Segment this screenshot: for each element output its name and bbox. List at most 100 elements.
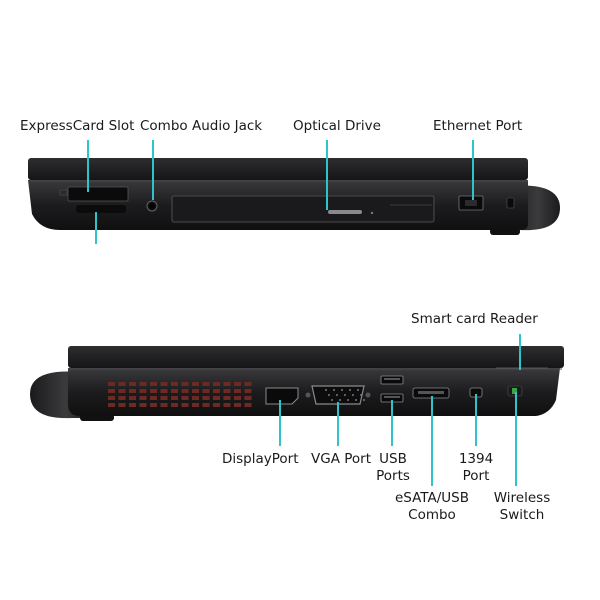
vent-slot (223, 389, 231, 393)
label-esata-usb-combo-line2: Combo (408, 506, 456, 523)
optical-led (370, 211, 374, 215)
vent-slot (139, 403, 147, 407)
vent-slot (234, 382, 241, 386)
vga-pin (333, 389, 335, 391)
bottom-callouts (279, 334, 521, 486)
vent-slot (108, 396, 115, 400)
lid-edge-bottom (68, 346, 564, 368)
vent-slot (223, 403, 231, 407)
vga-pin (339, 399, 341, 401)
vent-slot (234, 389, 241, 393)
vent-slot (118, 389, 126, 393)
label-1394-port-line1: 1394 (458, 451, 494, 467)
vent-slot (160, 396, 168, 400)
vga-pin (355, 399, 357, 401)
vent-slot (192, 382, 199, 386)
vent-slot (234, 396, 241, 400)
laptop-right-side-view (30, 346, 564, 421)
label-1394-port-line2: Port (462, 467, 490, 484)
laptop-left-side-view (28, 158, 560, 235)
label-ethernet-port: Ethernet Port (433, 118, 523, 134)
optical-drive-bay (171, 195, 435, 223)
vent-slot (129, 396, 136, 400)
label-usb-ports-line1: USB (379, 451, 407, 467)
vent-slot (150, 382, 157, 386)
label-wireless-switch-line1: Wireless (493, 490, 551, 506)
vga-pin (325, 389, 327, 391)
vga-pins (325, 389, 365, 401)
displayport-connector (265, 387, 299, 405)
label-esata-usb-combo: eSATA/USB Combo (387, 490, 477, 524)
vent-slot (244, 403, 252, 407)
vga-pin (363, 399, 365, 401)
vent-slot (181, 382, 189, 386)
top-callouts (87, 140, 474, 244)
vent-slot (171, 403, 178, 407)
label-wireless-switch-line2: Switch (499, 506, 545, 523)
vga-pin (331, 399, 333, 401)
security-lock-slot (506, 197, 515, 209)
vent-slot (181, 389, 189, 393)
vent-slot (171, 382, 178, 386)
lid-edge (28, 158, 528, 180)
vent-slot (171, 396, 178, 400)
vent-slot (244, 396, 252, 400)
vent-slot (171, 389, 178, 393)
vent-slot (202, 403, 210, 407)
vent-slot (202, 389, 210, 393)
vent-slot (150, 389, 157, 393)
vent-slot (118, 396, 126, 400)
vent-slot (234, 403, 241, 407)
vent-slot (213, 389, 220, 393)
vent-slot (118, 382, 126, 386)
vent-slot (213, 382, 220, 386)
vent-slot (223, 382, 231, 386)
vent-slot (244, 389, 252, 393)
vent-slot (160, 382, 168, 386)
vga-pin (360, 394, 362, 396)
vent-slot (181, 396, 189, 400)
vent-slot (213, 403, 220, 407)
vga-pin (341, 389, 343, 391)
vent-slot (202, 382, 210, 386)
label-wireless-switch: Wireless Switch (487, 490, 557, 524)
label-optical-drive: Optical Drive (293, 118, 381, 134)
label-expresscard-slot: ExpressCard Slot (20, 118, 135, 134)
card-reader (76, 205, 126, 213)
vent-slot (129, 403, 136, 407)
vga-pin (336, 394, 338, 396)
vent-slot (223, 396, 231, 400)
vent-slot (108, 389, 115, 393)
label-displayport: DisplayPort (222, 451, 299, 467)
vga-pin (349, 389, 351, 391)
vent-slot (213, 396, 220, 400)
optical-eject-button (328, 210, 362, 214)
vent-slot (244, 382, 252, 386)
vga-pin (347, 399, 349, 401)
vga-pin (344, 394, 346, 396)
label-1394-port: 1394 Port (451, 451, 501, 485)
label-vga-port: VGA Port (311, 451, 371, 467)
vent-slot (192, 389, 199, 393)
vga-pin (357, 389, 359, 391)
vent-slot (139, 389, 147, 393)
vent-slot (118, 403, 126, 407)
vent-slot (139, 396, 147, 400)
vent-slot (160, 403, 168, 407)
vent-slot (202, 396, 210, 400)
vent-slot (192, 396, 199, 400)
vent-slot (150, 396, 157, 400)
vent-slot (181, 403, 189, 407)
vent-slot (129, 389, 136, 393)
vga-pin (352, 394, 354, 396)
vent-slot (108, 382, 115, 386)
cooling-vents (108, 382, 252, 407)
vent-slot (129, 382, 136, 386)
expresscard-eject (59, 189, 68, 196)
vent-slot (192, 403, 199, 407)
label-usb-ports: USB Ports (368, 451, 418, 485)
label-combo-audio-jack: Combo Audio Jack (140, 118, 263, 134)
vent-slot (139, 382, 147, 386)
label-usb-ports-line2: Ports (376, 467, 410, 484)
